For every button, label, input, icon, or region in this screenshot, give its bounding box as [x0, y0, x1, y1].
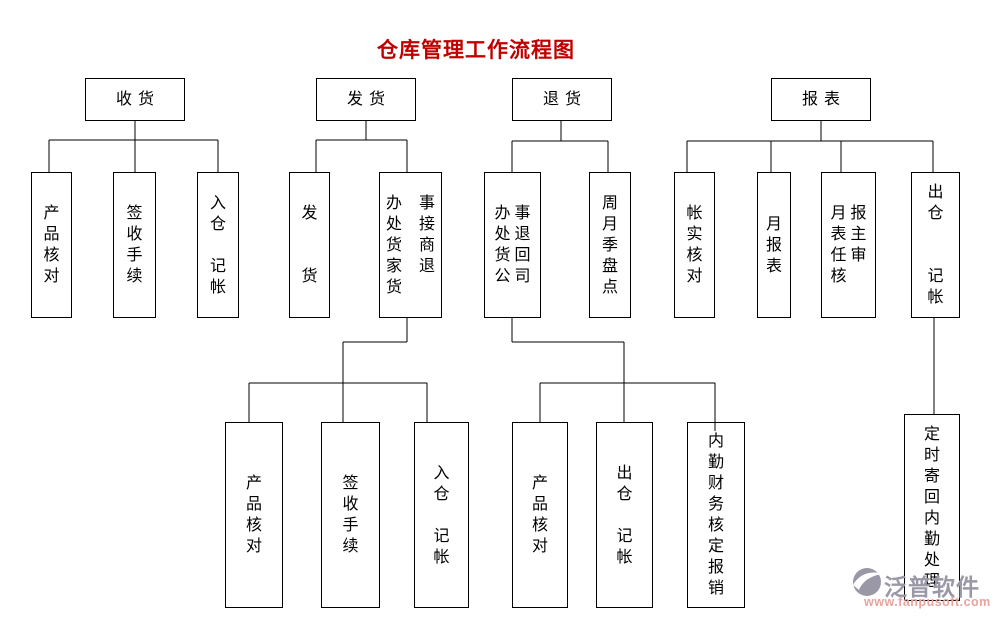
node-rep-review: 月 报 表 主 任 审 核: [821, 172, 876, 318]
fanpu-logo-icon: [853, 568, 883, 596]
watermark-brand: 泛普软件: [884, 574, 980, 600]
node-receiving: 收货: [85, 78, 185, 121]
node-returns: 退货: [512, 78, 612, 121]
node-ship-product-check: 产 品 核 对: [225, 422, 283, 608]
node-ret-office-return: 办 事 处 退 货 回 公 司: [484, 172, 541, 318]
watermark-url: www.fanpusoft.com: [864, 595, 991, 609]
watermark: 泛普软件 www.fanpusoft.com: [852, 564, 996, 612]
page-title: 仓库管理工作流程图: [377, 39, 575, 62]
node-ship-sign-procedure: 签 收 手 续: [321, 422, 380, 608]
node-rep-account-check: 帐 实 核 对: [674, 172, 715, 318]
node-reports: 报表: [771, 78, 871, 121]
node-recv-product-check: 产 品 核 对: [31, 172, 72, 318]
node-ret-finance-audit: 内 勤 财 务 核 定 报 销: [687, 422, 745, 608]
node-ret-warehouse-out: 出 仓 记 帐: [596, 422, 653, 608]
node-shipping: 发货: [316, 78, 416, 121]
node-recv-sign-procedure: 签 收 手 续: [113, 172, 156, 318]
node-ship-dispatch: 发 货: [289, 172, 330, 318]
node-ship-warehouse-in: 入 仓 记 帐: [414, 422, 469, 608]
node-recv-warehouse-in: 入 仓 记 帐: [197, 172, 239, 318]
node-ship-office-handle: 办 事 处 接 货 商 家 退 货: [379, 172, 442, 318]
node-ret-product-check: 产 品 核 对: [512, 422, 568, 608]
node-rep-warehouse-out: 出 仓 记 帐: [911, 172, 960, 318]
node-rep-monthly: 月 报 表: [757, 172, 791, 318]
node-rep-mail-back: 定 时 寄 回 内 勤 处 理: [904, 414, 960, 601]
node-ret-inventory: 周 月 季 盘 点: [589, 172, 631, 318]
